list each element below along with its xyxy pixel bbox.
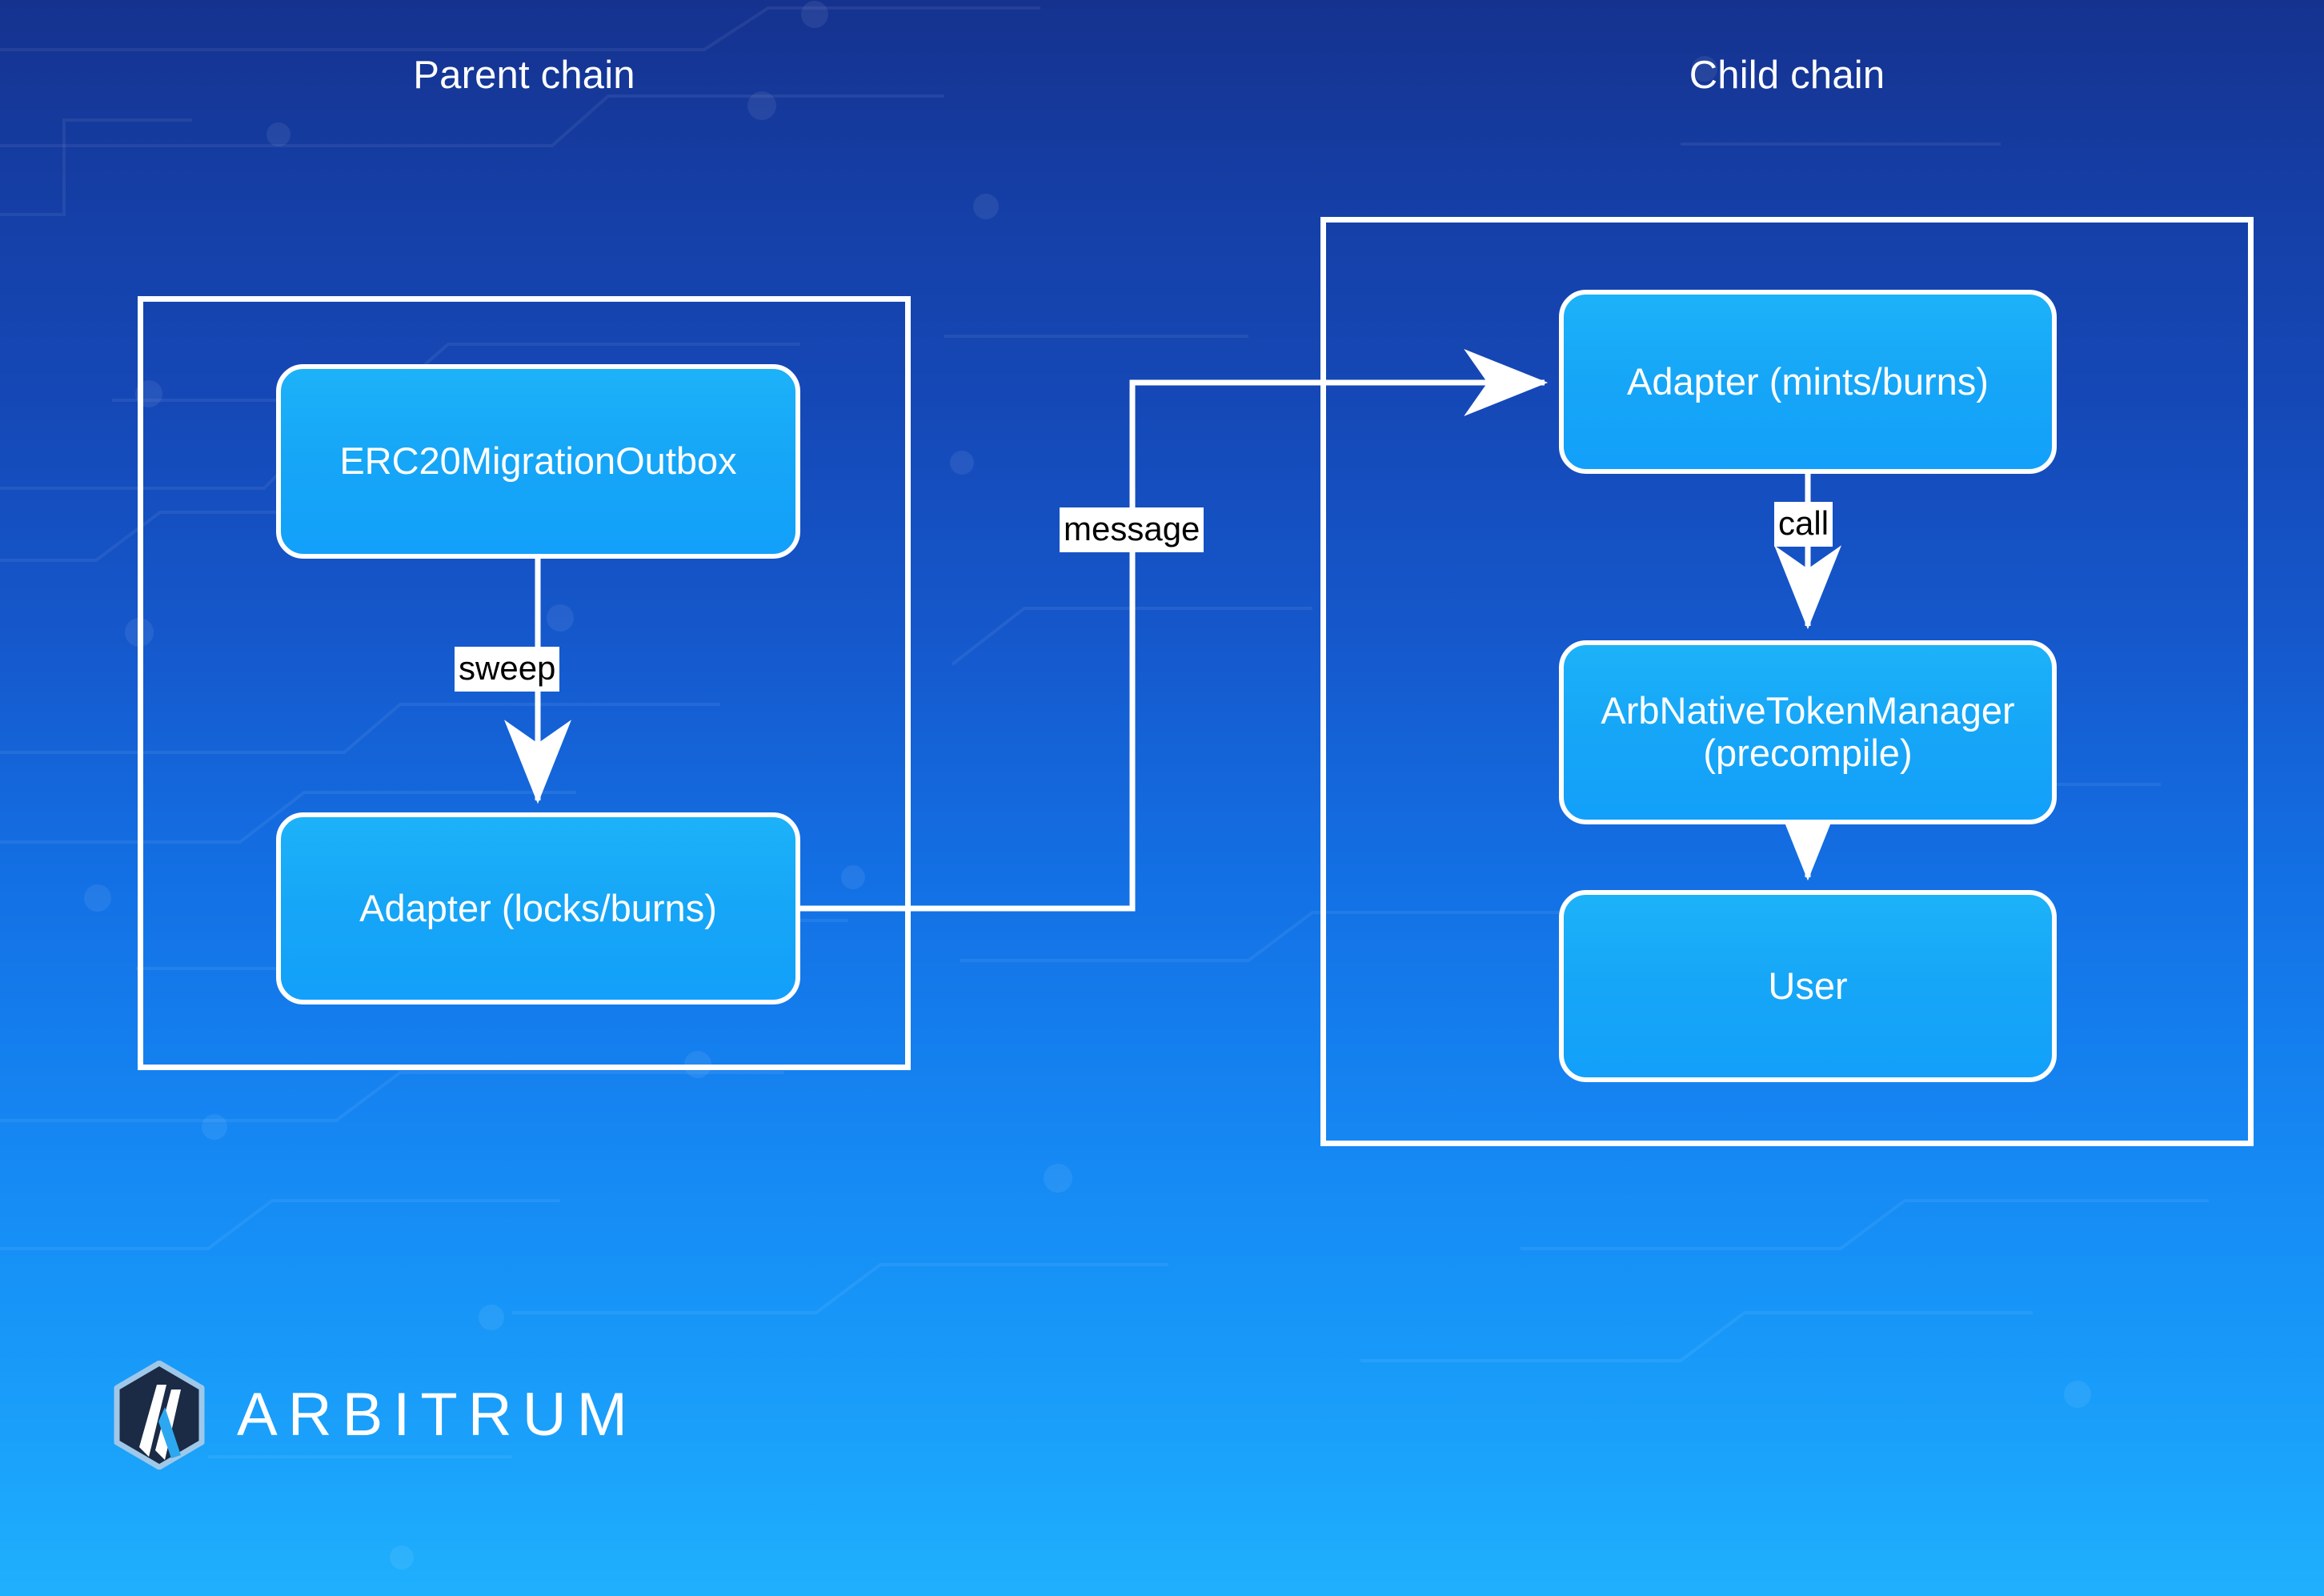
node-adapter-locks-burns[interactable]: Adapter (locks/burns) [276, 812, 800, 1005]
arbitrum-brand-lockup: ARBITRUM [112, 1361, 638, 1470]
node-label: User [1768, 964, 1848, 1007]
parent-chain-title: Parent chain [413, 54, 635, 97]
edge-label-call: call [1774, 502, 1833, 547]
node-label-line-1: ArbNativeTokenManager [1601, 689, 2015, 732]
arbitrum-hex-logo-icon [114, 1361, 205, 1470]
node-adapter-mints-burns[interactable]: Adapter (mints/burns) [1559, 290, 2057, 474]
node-label: ArbNativeTokenManager(precompile) [1564, 690, 2052, 774]
node-label: Adapter (mints/burns) [1627, 359, 1989, 403]
node-label: ERC20MigrationOutbox [339, 439, 737, 483]
node-arb-native-token-manager[interactable]: ArbNativeTokenManager(precompile) [1559, 640, 2057, 824]
node-label: Adapter (locks/burns) [359, 886, 717, 929]
node-label-line-2: (precompile) [1703, 732, 1913, 774]
node-erc20-migration-outbox[interactable]: ERC20MigrationOutbox [276, 364, 800, 559]
child-chain-title: Child chain [1689, 54, 1885, 97]
edge-label-message: message [1060, 507, 1204, 552]
edge-label-sweep: sweep [455, 647, 560, 692]
node-user[interactable]: User [1559, 890, 2057, 1082]
arbitrum-wordmark: ARBITRUM [237, 1381, 638, 1449]
